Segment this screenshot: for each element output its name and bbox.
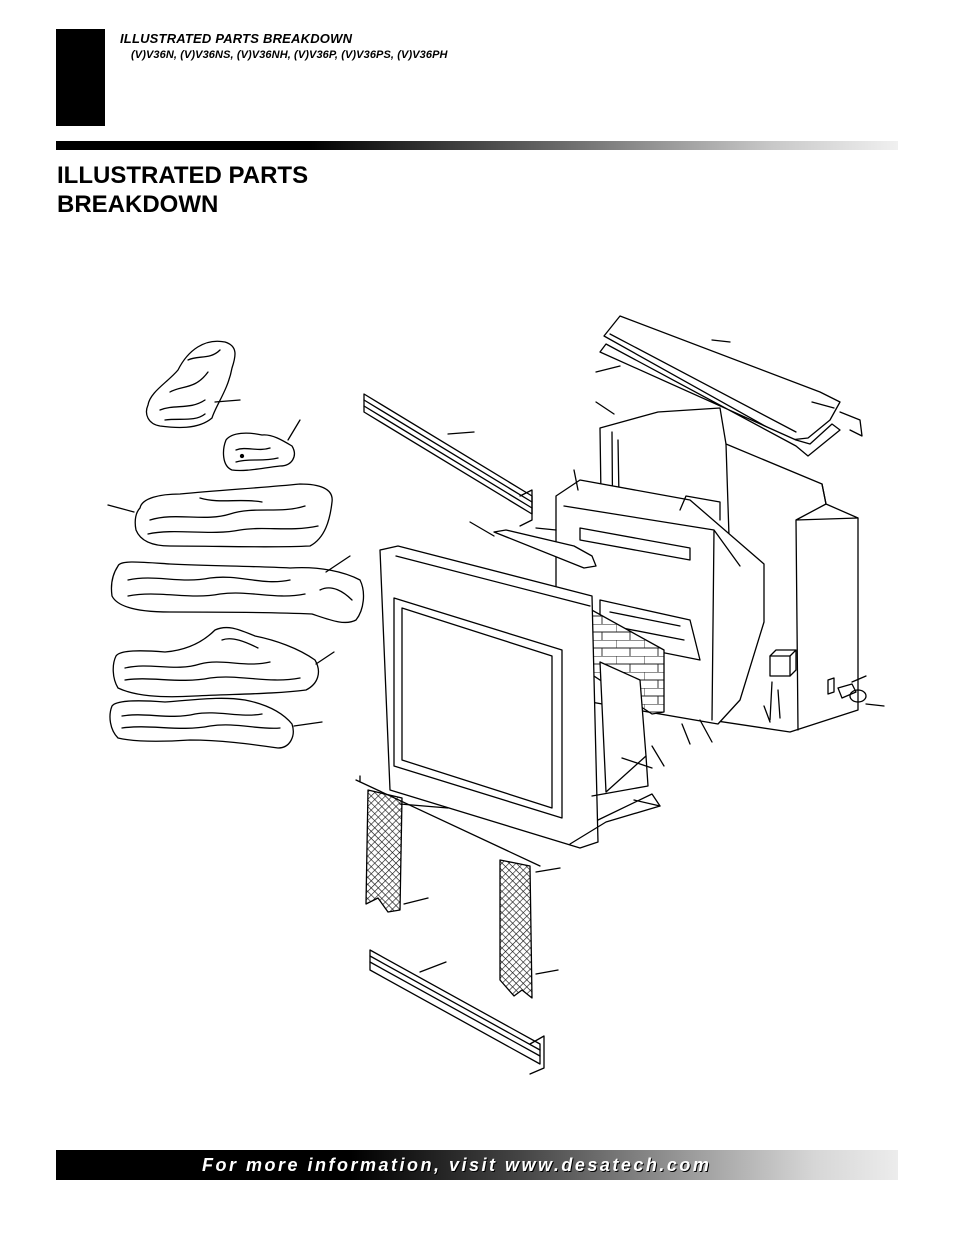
page-title: ILLUSTRATED PARTS BREAKDOWN	[57, 161, 308, 219]
header-rule	[56, 141, 898, 150]
callout-leaders	[651, 705, 771, 767]
log-set	[107, 340, 365, 749]
footer-bar: For more information, visit www.desatech…	[56, 1150, 898, 1180]
section-tab	[56, 29, 105, 126]
page-title-line1: ILLUSTRATED PARTS	[57, 162, 309, 189]
top-shroud	[595, 315, 863, 457]
footer-website-link[interactable]: For more information, visit www.desatech…	[202, 1155, 712, 1175]
bottom-louver	[369, 949, 545, 1075]
header-model-numbers: (V)V36N, (V)V36NS, (V)V36NH, (V)V36P, (V…	[131, 49, 448, 61]
header-section-title: ILLUSTRATED PARTS BREAKDOWN	[120, 31, 353, 46]
top-louver	[363, 393, 533, 527]
front-frame	[379, 545, 661, 849]
page-title-line2: BREAKDOWN	[57, 191, 219, 218]
screen-curtains	[355, 775, 561, 999]
